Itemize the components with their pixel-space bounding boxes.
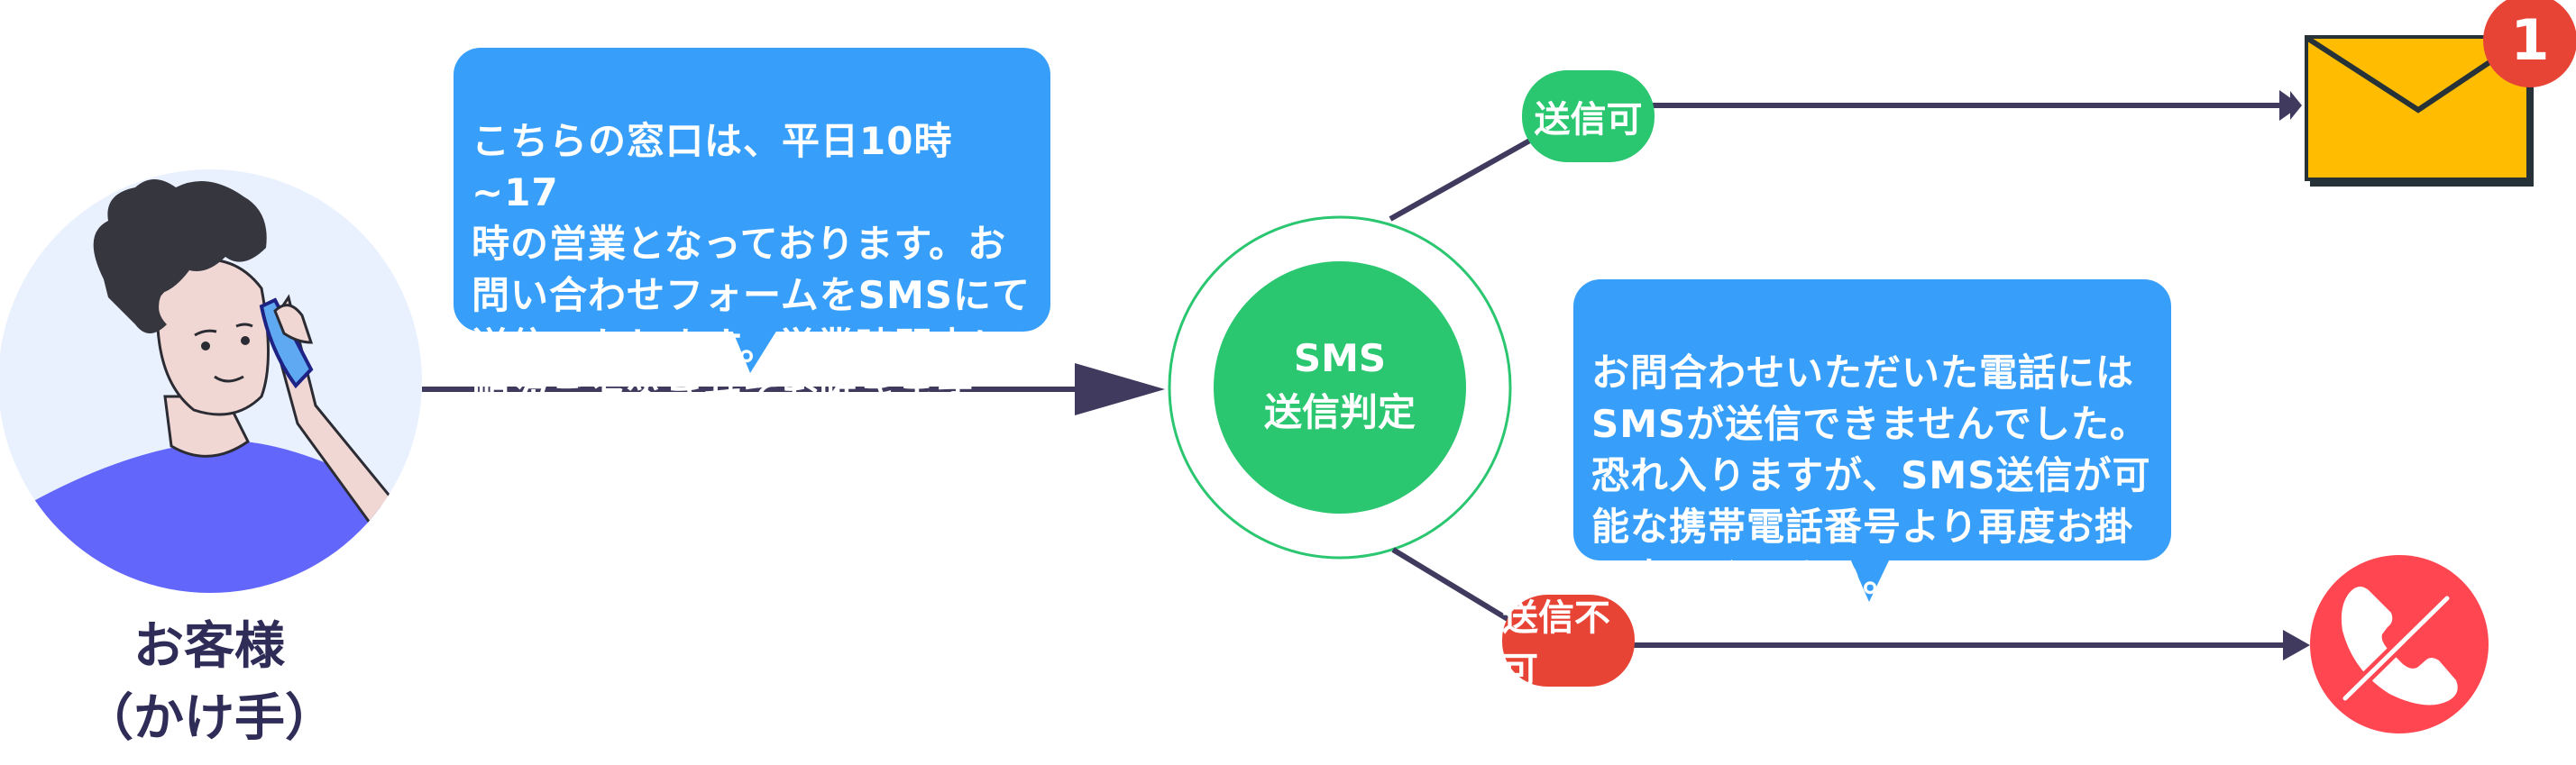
speech-bubble-top: こちらの窓口は、平日10時~17 時の営業となっております。お 問い合わせフォー…: [454, 48, 1050, 420]
arrow-head-ng: [2283, 630, 2310, 660]
status-pill-ng-label: 送信不可: [1502, 597, 1610, 691]
notification-badge: [2483, 0, 2576, 87]
decision-node: [1214, 261, 1466, 514]
caller-label-line1: お客様: [133, 617, 285, 676]
decision-label-line2: 送信判定: [1263, 390, 1416, 434]
notification-badge-count: 1: [2510, 7, 2550, 73]
arrow-head-ok-body: [2279, 90, 2301, 121]
caller-label-line2: （かけ手）: [83, 689, 335, 748]
speech-bubble-ng-text: お問合わせいただいた電話には SMSが送信できませんでした。 恐れ入りますが、S…: [1591, 351, 2151, 600]
bubble-ng-tail: [1850, 559, 1890, 602]
speech-bubble-ng: お問合わせいただいた電話には SMSが送信できませんでした。 恐れ入りますが、S…: [1573, 279, 2171, 600]
caller-label: お客様 （かけ手）: [0, 611, 426, 755]
decision-label-line1: SMS: [1293, 336, 1387, 380]
decision-label: SMS 送信判定: [1205, 332, 1475, 440]
caller-avatar: [0, 169, 422, 593]
status-pill-ok: 送信可: [1522, 70, 1655, 162]
phone-off-icon: [2310, 555, 2489, 733]
status-pill-ng: 送信不可: [1502, 595, 1635, 691]
status-pill-ok-label: 送信可: [1534, 99, 1643, 141]
speech-bubble-top-text: こちらの窓口は、平日10時~17 時の営業となっております。お 問い合わせフォー…: [472, 119, 1031, 420]
bubble-top-tail: [732, 330, 777, 373]
arrow-head-main: [1075, 363, 1165, 415]
